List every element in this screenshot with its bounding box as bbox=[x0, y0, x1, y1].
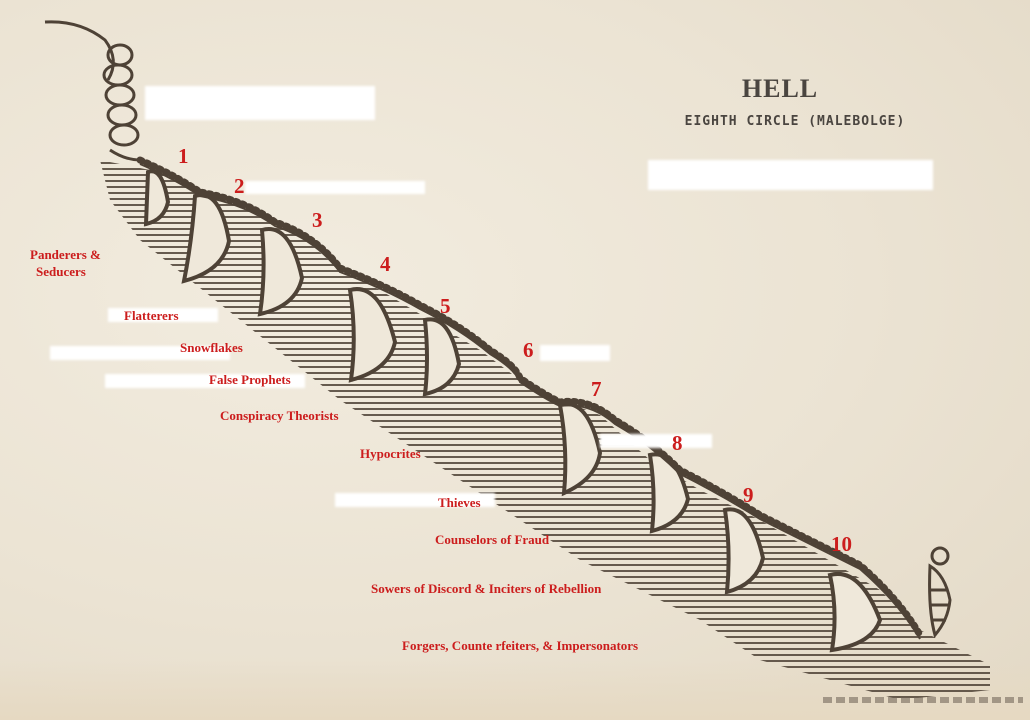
label-sowers-of-discord: Sowers of Discord & Inciters of Rebellio… bbox=[371, 581, 602, 596]
ditch-number-4: 4 bbox=[380, 252, 391, 276]
ditch-number-10: 10 bbox=[831, 532, 852, 556]
arch-1 bbox=[143, 169, 171, 227]
redaction-header bbox=[648, 160, 933, 190]
label-panderers: Panderers & bbox=[30, 247, 101, 262]
bridge-spine bbox=[136, 156, 924, 639]
ditch-number-9: 9 bbox=[743, 483, 754, 507]
redaction-ditch-2 bbox=[245, 181, 425, 194]
redaction-left-1 bbox=[50, 346, 230, 360]
label-seducers: Seducers bbox=[36, 264, 86, 279]
arch-8 bbox=[722, 507, 766, 595]
label-thieves: Thieves bbox=[438, 495, 481, 510]
ditch-number-1: 1 bbox=[178, 144, 189, 168]
diagram-title: HELL bbox=[741, 74, 819, 103]
redaction-ditch-8 bbox=[600, 434, 712, 448]
arch-5 bbox=[422, 317, 462, 397]
arch-9 bbox=[827, 571, 883, 653]
arch-2 bbox=[181, 192, 232, 284]
diagram-subtitle: EIGHTH CIRCLE (MALEBOLGE) bbox=[684, 114, 906, 129]
redaction-ditch-6 bbox=[540, 345, 610, 361]
redaction-left-2 bbox=[105, 374, 305, 388]
arch-4 bbox=[347, 287, 398, 383]
label-counselors-of-fraud: Counselors of Fraud bbox=[435, 532, 550, 547]
label-conspiracy-theorists: Conspiracy Theorists bbox=[220, 408, 339, 423]
dante-figure bbox=[928, 546, 952, 639]
arch-3 bbox=[257, 227, 305, 317]
ditch-number-8: 8 bbox=[672, 431, 683, 455]
label-hypocrites: Hypocrites bbox=[360, 446, 421, 461]
cliff-mass bbox=[100, 160, 990, 700]
bottom-rule bbox=[823, 697, 1023, 703]
label-false-prophets: False Prophets bbox=[209, 372, 291, 387]
label-flatterers: Flatterers bbox=[124, 308, 179, 323]
ditch-number-3: 3 bbox=[312, 208, 323, 232]
arch-6 bbox=[557, 402, 603, 497]
label-forgers: Forgers, Counte rfeiters, & Impersonator… bbox=[402, 638, 639, 653]
spiral-rope bbox=[44, 20, 141, 162]
label-snowflakes: Snowflakes bbox=[180, 340, 243, 355]
ditch-number-6: 6 bbox=[523, 338, 534, 362]
ditch-number-7: 7 bbox=[591, 377, 602, 401]
redaction-left-4 bbox=[108, 308, 218, 322]
redaction-top-left bbox=[145, 86, 375, 120]
ditch-number-5: 5 bbox=[440, 294, 451, 318]
ditch-number-2: 2 bbox=[234, 174, 245, 198]
bridge-spine-edge bbox=[139, 163, 921, 640]
redaction-left-3 bbox=[335, 493, 495, 507]
